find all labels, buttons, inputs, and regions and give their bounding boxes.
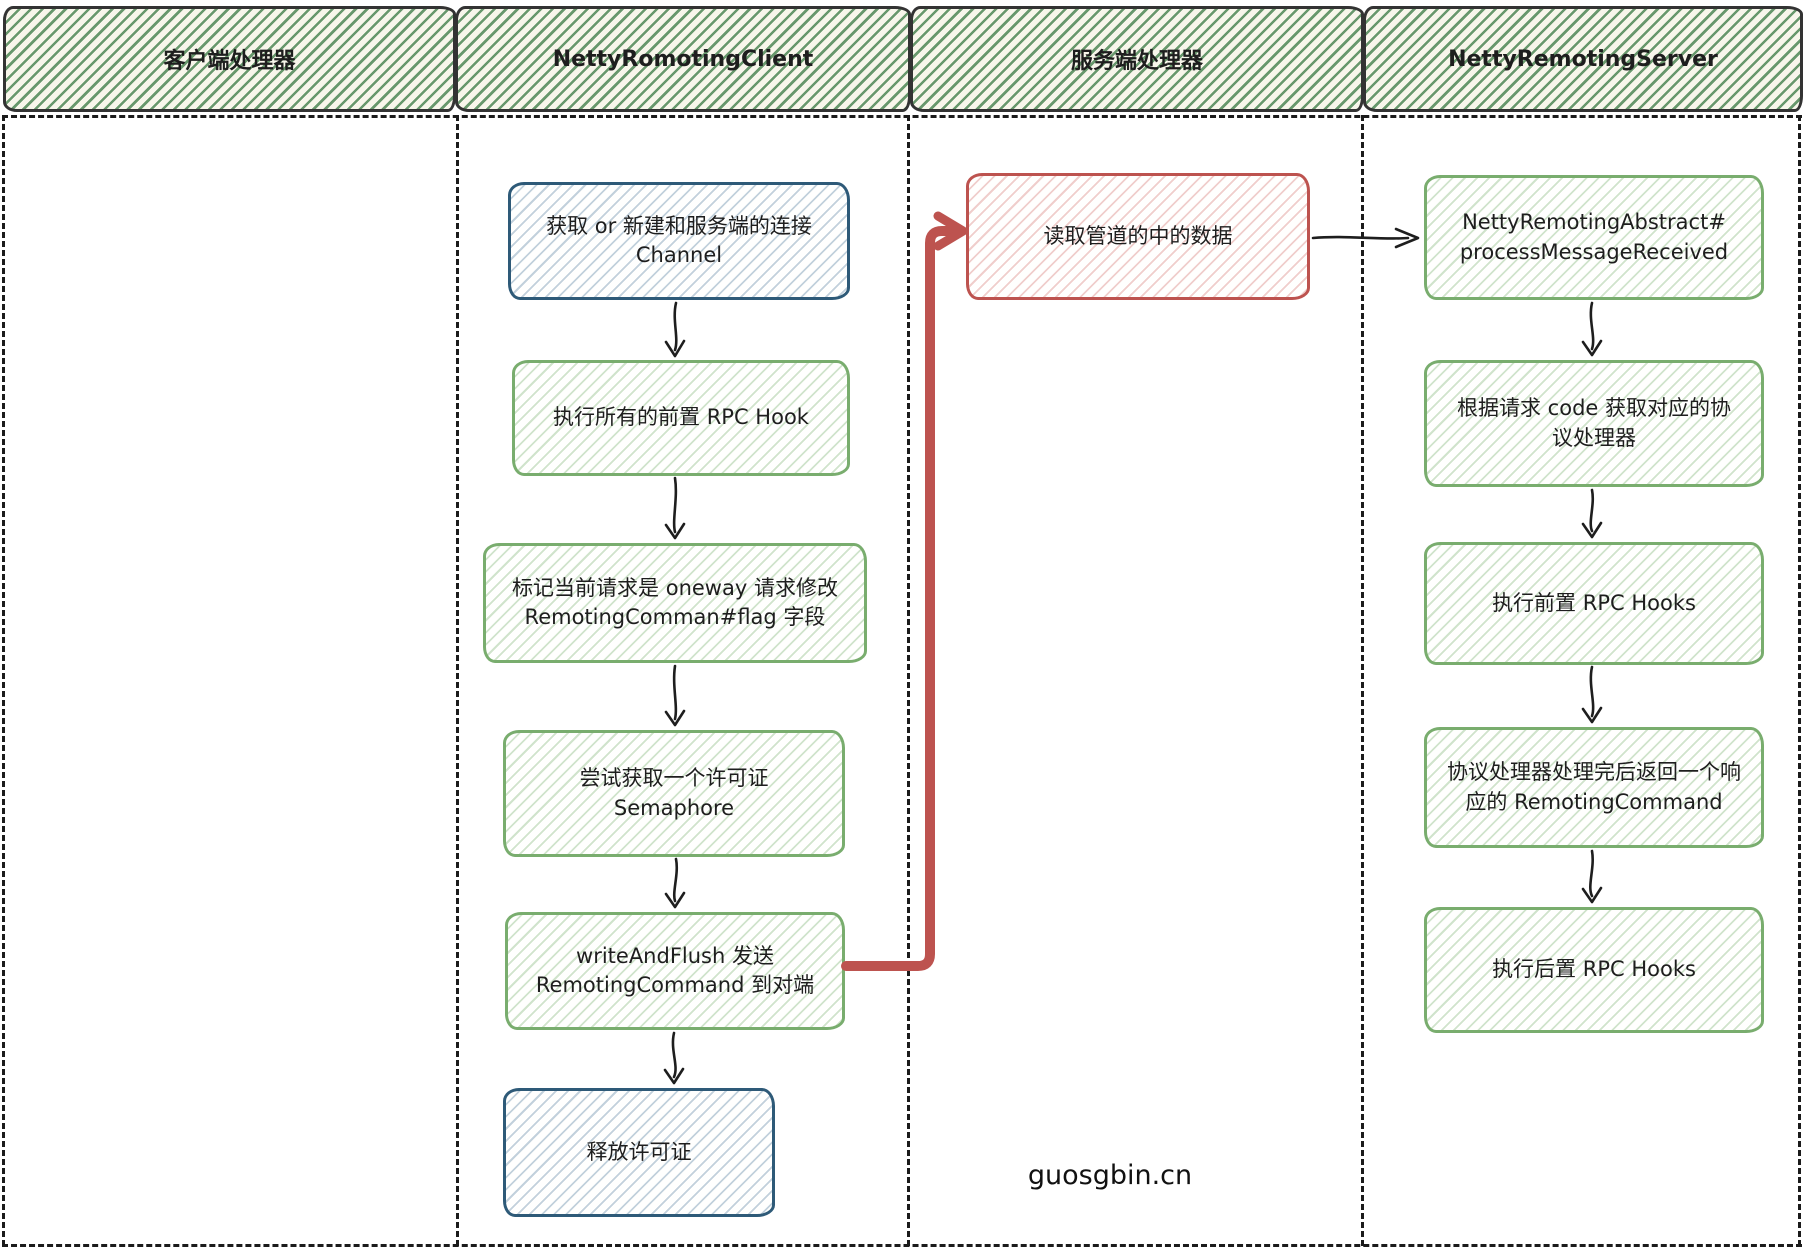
watermark-text: guosgbin.cn [1027,1160,1193,1191]
arrow-semaphore-to-writeflush [664,857,686,909]
arrow-hook-to-mark-oneway [664,476,686,540]
flow-node-label: 尝试获取一个许可证 Semaphore [579,766,769,820]
lane-header-label: NettyRomotingClient [552,46,814,72]
flow-node-before-rpc-hook: 执行所有的前置 RPC Hook [512,360,850,476]
lane-header-client-handler: 客户端处理器 [3,6,456,112]
flow-node-mark-oneway-flag: 标记当前请求是 oneway 请求修改 RemotingComman#flag … [483,543,867,663]
arrow-get-processor-to-before-hooks [1581,488,1603,539]
flow-node-write-and-flush: writeAndFlush 发送 RemotingCommand 到对端 [505,912,845,1030]
frame-left-line [2,115,5,1246]
header-divider-line [2,115,1802,118]
flow-node-label: 标记当前请求是 oneway 请求修改 RemotingComman#flag … [512,575,838,629]
flow-node-label: 获取 or 新建和服务端的连接 Channel [546,213,812,267]
flow-node-label: writeAndFlush 发送 RemotingCommand 到对端 [535,943,815,997]
flow-node-label: 根据请求 code 获取对应的协 议处理器 [1457,396,1731,450]
lane-header-label: 客户端处理器 [163,49,296,74]
frame-right-line [1798,115,1801,1246]
flow-node-label: 执行后置 RPC Hooks [1492,957,1696,982]
arrow-before-hooks-to-return [1581,665,1603,724]
flow-node-label: 读取管道的中的数据 [1043,223,1233,248]
arrow-writeflush-to-release [663,1031,685,1085]
flow-node-acquire-semaphore: 尝试获取一个许可证 Semaphore [503,730,845,857]
arrow-read-data-to-process [1311,227,1420,249]
frame-bottom-line [2,1244,1802,1247]
arrow-return-to-after-hooks [1581,849,1603,904]
arrow-get-channel-to-hook [664,301,686,358]
flow-node-process-message-received: NettyRemotingAbstract# processMessageRec… [1424,175,1764,300]
flow-node-release-semaphore: 释放许可证 [503,1088,775,1217]
lane-header-label: 服务端处理器 [1070,49,1203,74]
flow-node-get-protocol-processor: 根据请求 code 获取对应的协 议处理器 [1424,360,1764,487]
flow-node-label: 协议处理器处理完后返回一个响 应的 RemotingCommand [1447,760,1741,814]
lane-divider-3 [1361,115,1364,1246]
lane-header-label: NettyRemotingServer [1448,46,1718,72]
flow-node-label: 执行前置 RPC Hooks [1492,590,1696,615]
flow-node-server-after-hooks: 执行后置 RPC Hooks [1424,907,1764,1033]
flow-node-label: NettyRemotingAbstract# processMessageRec… [1459,210,1729,264]
arrow-process-to-get-processor [1581,301,1603,357]
lane-header-netty-romoting-client: NettyRomotingClient [455,6,911,112]
lane-header-netty-remoting-server: NettyRemotingServer [1363,6,1803,112]
arrow-mark-oneway-to-semaphore [664,664,686,727]
flow-node-read-channel-data: 读取管道的中的数据 [966,173,1310,300]
flow-node-label: 执行所有的前置 RPC Hook [553,405,809,430]
flow-node-get-channel: 获取 or 新建和服务端的连接 Channel [508,182,850,300]
lane-divider-2 [907,115,910,1246]
lane-divider-1 [456,115,459,1246]
lane-header-server-handler: 服务端处理器 [910,6,1364,112]
flow-node-server-before-hooks: 执行前置 RPC Hooks [1424,542,1764,665]
flow-node-return-remoting-command: 协议处理器处理完后返回一个响 应的 RemotingCommand [1424,727,1764,848]
flow-node-label: 释放许可证 [586,1139,692,1164]
